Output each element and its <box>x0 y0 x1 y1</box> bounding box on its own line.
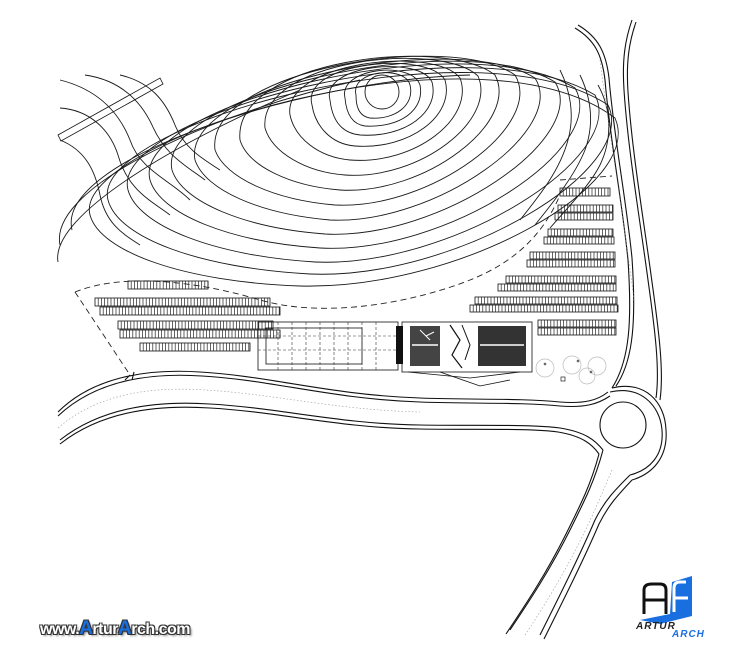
site-boundary <box>74 175 613 376</box>
central-building <box>257 321 533 387</box>
url-suffix: rch.com <box>131 621 190 638</box>
logo-text-arch: ARCH <box>672 629 705 640</box>
watermark-url: www.ArturArch.com <box>40 618 190 640</box>
topographic-contours <box>57 55 619 287</box>
north-south-road <box>505 19 662 640</box>
url-accent-a1: A <box>79 618 93 639</box>
west-terraces <box>94 280 281 352</box>
east-terraces <box>469 187 619 336</box>
trees-east <box>535 355 607 385</box>
access-road <box>57 370 611 455</box>
arturarch-logo-icon <box>640 576 692 624</box>
logo-text-artur: ARTUR <box>636 621 676 632</box>
url-prefix: www. <box>40 621 80 638</box>
url-accent-a2: A <box>117 618 132 639</box>
roundabout <box>599 385 667 481</box>
footpath-top-left <box>57 77 164 142</box>
url-mid: rtur <box>92 621 118 638</box>
